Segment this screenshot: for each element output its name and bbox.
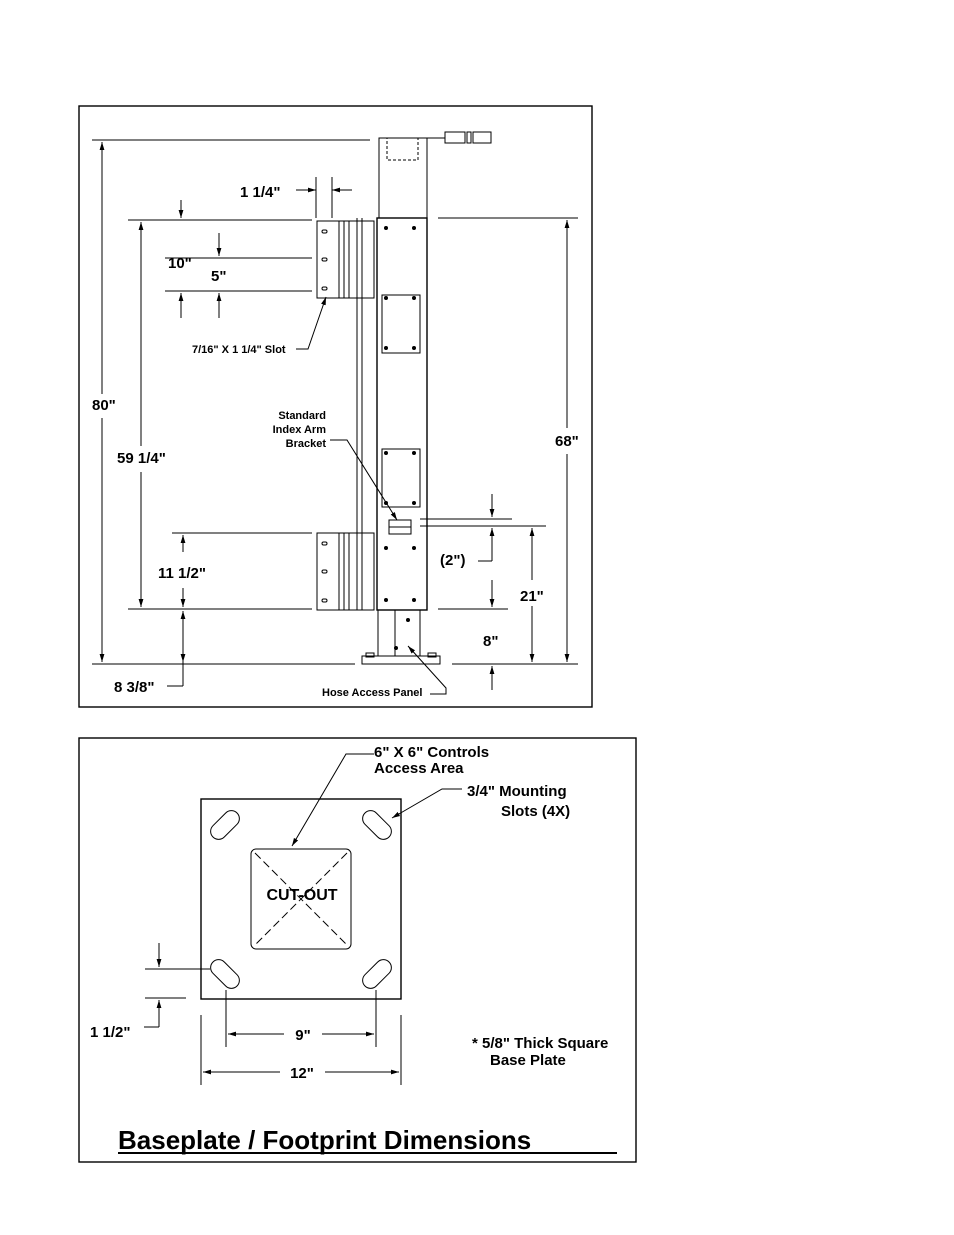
dim-bracket-span: 59 1/4" — [117, 450, 166, 467]
callout-controls-line2: Access Area — [374, 760, 464, 777]
callout-slot: 7/16" X 1 1/4" Slot — [192, 344, 286, 356]
callout-hose: Hose Access Panel — [322, 687, 422, 699]
elevation-view: 1 1/4" 10" 5" 80" 59 1/4" 11 1/2" 8 3/8"… — [79, 106, 592, 707]
callout-index-line1: Standard — [278, 410, 326, 422]
dim-lower-bracket-height: 11 1/2" — [158, 565, 206, 582]
dim-overall-height: 80" — [92, 397, 116, 414]
baseplate-title: Baseplate / Footprint Dimensions — [118, 1125, 531, 1155]
dimension-lines — [102, 142, 567, 690]
lower-bracket — [317, 533, 374, 610]
dim-base-to-bracket: 8 3/8" — [114, 679, 154, 696]
callout-slots-line1: 3/4" Mounting — [467, 783, 567, 800]
callout-slots-line2: Slots (4X) — [501, 803, 570, 820]
main-column — [357, 218, 427, 610]
extension-lines — [92, 140, 578, 664]
callout-controls-line1: 6" X 6" Controls — [374, 744, 489, 761]
baseplate-view: 6" X 6" Controls Access Area 3/4" Mounti… — [79, 738, 636, 1162]
dim-column-height: 68" — [555, 433, 579, 450]
elevation-frame — [79, 106, 592, 707]
note-line2: Base Plate — [490, 1052, 566, 1069]
callout-index-line2: Index Arm — [273, 424, 327, 436]
baseplate-frame — [79, 738, 636, 1162]
dim-slot-offset: 1 1/2" — [90, 1024, 130, 1041]
dim-plate-width: 12" — [290, 1065, 314, 1082]
column-panels — [382, 226, 420, 602]
dim-index-offset: (2") — [440, 552, 465, 569]
dim-bracket-height: 10" — [168, 255, 192, 272]
note-line1: * 5/8" Thick Square — [472, 1035, 608, 1052]
dim-base-section: 8" — [483, 633, 498, 650]
dim-top-slot-width: 1 1/4" — [240, 184, 280, 201]
cutout-label: CUT-OUT — [266, 887, 337, 904]
base-section — [362, 610, 440, 664]
dim-index-height: 21" — [520, 588, 544, 605]
upper-bracket — [317, 221, 374, 298]
top-cap — [379, 132, 491, 218]
callout-index-line3: Bracket — [286, 438, 327, 450]
dim-slot-spacing: 5" — [211, 268, 226, 285]
leader-lines — [296, 297, 446, 694]
dim-slot-offset-lines — [144, 943, 210, 1027]
index-arm-bracket — [389, 520, 411, 534]
dim-plate-slot-spacing: 9" — [295, 1027, 310, 1044]
